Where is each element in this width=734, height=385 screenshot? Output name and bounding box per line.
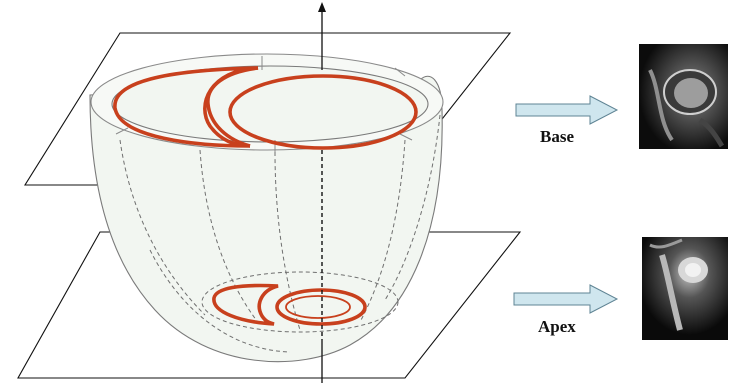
base-label: Base xyxy=(540,127,574,146)
base-rv-outer-contour xyxy=(113,66,259,148)
base-rv-inner-contour xyxy=(206,66,259,148)
apex-label: Apex xyxy=(538,317,576,336)
apex-lv-inner-contour xyxy=(285,295,351,319)
base-arrow xyxy=(515,95,619,125)
wall-segment-lines xyxy=(119,114,441,353)
base-mri-image xyxy=(639,44,728,149)
axis-arrowhead xyxy=(318,2,326,12)
apex-rv-contour xyxy=(212,283,279,326)
apex-mri-image xyxy=(642,237,728,340)
apex-lv-contour xyxy=(275,288,367,326)
apex-arrow xyxy=(513,284,619,314)
base-lv-contour xyxy=(228,74,418,150)
apex-cross-section xyxy=(201,271,399,333)
